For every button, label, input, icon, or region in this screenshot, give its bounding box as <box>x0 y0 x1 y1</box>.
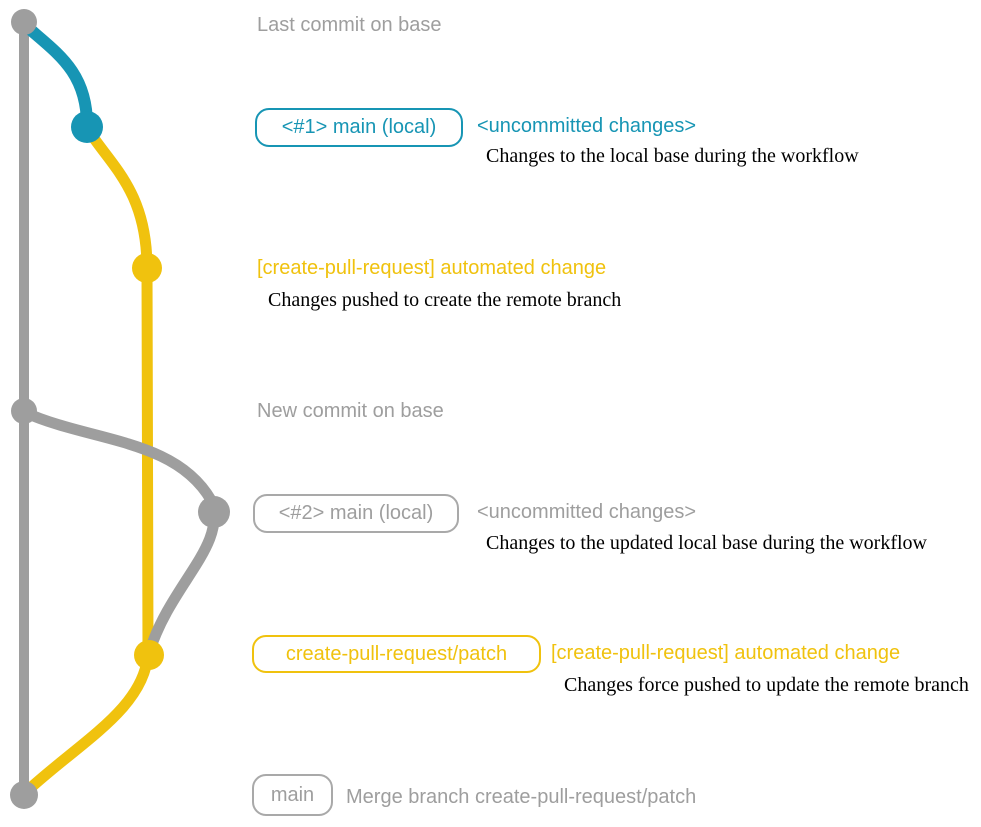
branch-badge-main-local-2: <#2> main (local) <box>253 494 459 533</box>
local-main-branch-curve <box>18 18 93 131</box>
branch-badge-main: main <box>252 774 333 816</box>
branch-badge-label: <#2> main (local) <box>278 502 434 524</box>
uncommitted-changes-title-2: <uncommitted changes> <box>477 501 697 523</box>
uncommitted-changes-title-1: <uncommitted changes> <box>477 115 697 137</box>
last-commit-label: Last commit on base <box>257 14 442 36</box>
commit-dot-new-base <box>11 398 37 424</box>
branch-badge-label: main <box>270 783 315 806</box>
commit-dot-automated-1 <box>132 253 162 283</box>
uncommitted-changes-description-1: Changes to the local base during the wor… <box>486 145 859 167</box>
merge-branch-label: Merge branch create-pull-request/patch <box>346 786 697 808</box>
automated-change-description-1: Changes pushed to create the remote bran… <box>268 289 622 311</box>
branch-badge-main-local-1: <#1> main (local) <box>255 108 463 147</box>
automated-change-description-2: Changes force pushed to update the remot… <box>564 674 969 696</box>
commit-dot-local-1 <box>71 111 103 143</box>
uncommitted-changes-description-2: Changes to the updated local base during… <box>486 532 927 554</box>
branch-badge-label: create-pull-request/patch <box>285 642 508 665</box>
automated-change-title-2: [create-pull-request] automated change <box>551 642 901 664</box>
commit-dot-last-base <box>11 9 37 35</box>
branch-badge-label: <#1> main (local) <box>281 116 437 138</box>
new-commit-label: New commit on base <box>257 400 444 422</box>
commit-dot-automated-2 <box>134 640 164 670</box>
commit-dot-local-2 <box>198 496 230 528</box>
branch-badge-create-pull-request-patch: create-pull-request/patch <box>252 635 541 673</box>
updated-local-main-branch-path <box>18 406 220 656</box>
create-pull-request-branch-path <box>20 122 154 798</box>
automated-change-title-1: [create-pull-request] automated change <box>257 257 607 279</box>
commit-dot-merge <box>10 781 38 809</box>
